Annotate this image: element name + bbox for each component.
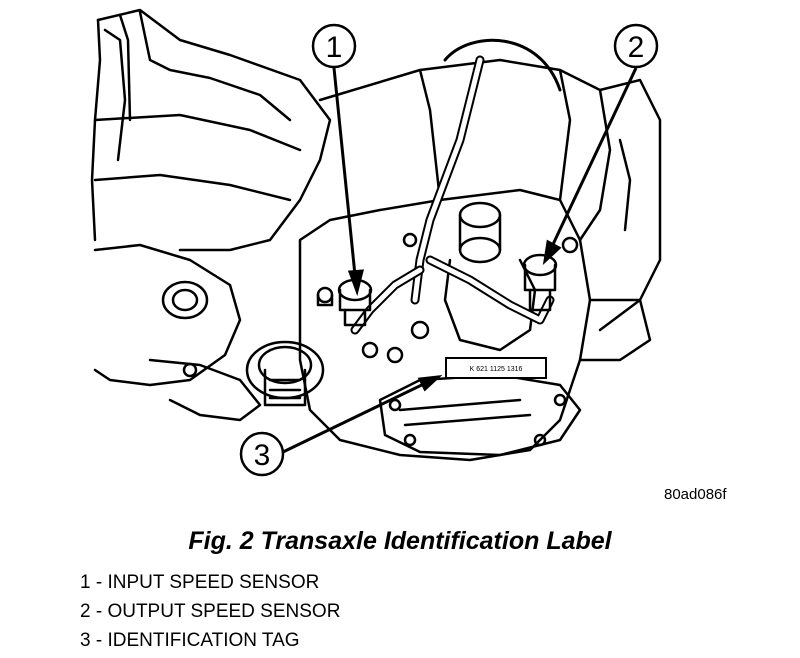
callout-leader-2 (546, 67, 638, 256)
legend-item-input-speed-sensor: 1 - INPUT SPEED SENSOR (80, 572, 320, 593)
legend: 1 - INPUT SPEED SENSOR 2 - OUTPUT SPEED … (80, 568, 340, 655)
callout-arrowhead-3 (417, 375, 443, 392)
identification-tag-text: K 621 1125 1316 (470, 366, 523, 373)
callout-number-1: 1 (326, 31, 343, 64)
wiring-harness (350, 38, 562, 335)
body-panel (90, 8, 332, 252)
legend-item-output-speed-sensor: 2 - OUTPUT SPEED SENSOR (80, 601, 341, 622)
figure-code: 80ad086f (664, 486, 727, 503)
callout-leader-3 (282, 378, 433, 454)
bolts (182, 232, 430, 378)
legend-item-identification-tag: 3 - IDENTIFICATION TAG (80, 630, 300, 651)
identification-tag: K 621 1125 1316 (445, 357, 547, 379)
output-speed-sensor (522, 236, 579, 312)
callout-arrowhead-2 (542, 239, 562, 266)
callout-leader-1 (332, 67, 358, 286)
transaxle-illustration: K 621 1125 1316 1 2 3 (90, 8, 662, 477)
center-boss (443, 201, 537, 352)
callout-number-2: 2 (628, 31, 645, 64)
callout-number-3: 3 (254, 439, 271, 472)
oil-pan (378, 373, 582, 457)
callout-circle-2 (613, 23, 659, 69)
axle-housing (93, 243, 325, 422)
callout-circle-3 (239, 431, 285, 477)
callout-circle-1 (311, 23, 357, 69)
figure-caption: Fig. 2 Transaxle Identification Label (188, 527, 612, 555)
callout-arrowhead-1 (347, 269, 364, 297)
